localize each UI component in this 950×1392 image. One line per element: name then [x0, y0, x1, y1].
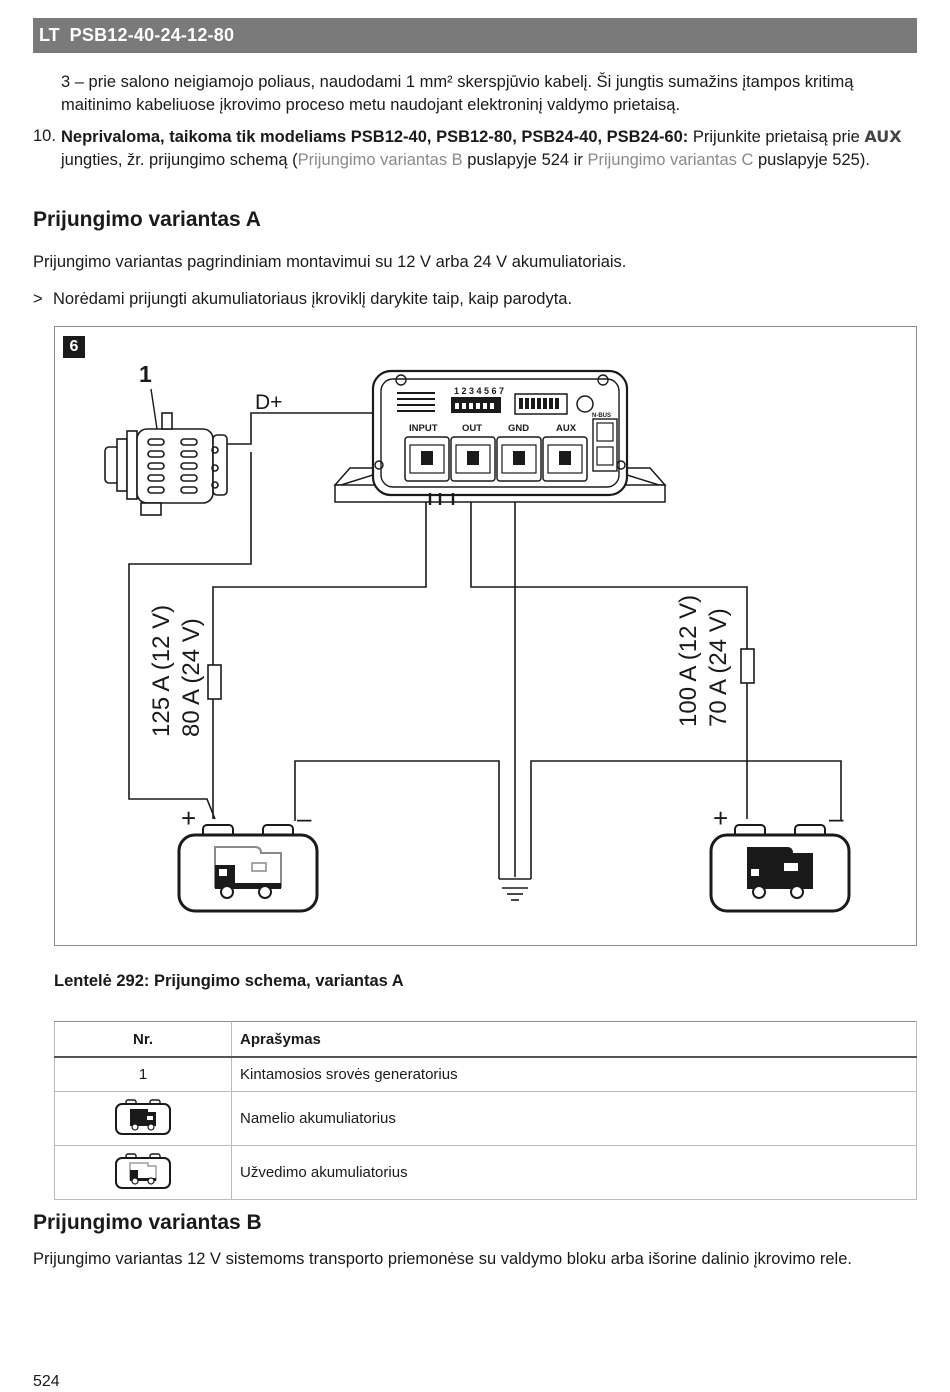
- callout-1: 1: [139, 361, 152, 387]
- header-description: Aprašymas: [231, 1021, 917, 1058]
- starter-battery-icon: [115, 1152, 171, 1189]
- row-desc: Namelio akumuliatorius: [231, 1091, 917, 1146]
- d-plus-wire: [225, 412, 415, 445]
- bullet-text: Norėdami prijungti akumuliatoriaus įkrov…: [53, 290, 573, 308]
- fuse-right-label-2: 70 A (24 V): [705, 608, 732, 727]
- legend-table: Nr. Aprašymas 1 Kintamosios srovės gener…: [54, 1021, 917, 1200]
- continued-step-text: 3 – prie salono neigiamojo poliaus, naud…: [61, 73, 854, 114]
- model-name: PSB12-40-24-12-80: [69, 25, 235, 45]
- dip-label: 1 2 3 4 5 6 7: [454, 386, 504, 396]
- table-row: Užvedimo akumuliatorius: [54, 1145, 917, 1200]
- left-plus: +: [181, 803, 196, 833]
- bullet-marker: >: [33, 290, 43, 308]
- ground-icon: [502, 887, 528, 901]
- row-icon-cell: [54, 1091, 232, 1146]
- step-10: 10. Neprivaloma, taikoma tik modeliams P…: [33, 125, 923, 169]
- table-row: 1 Kintamosios srovės generatorius: [54, 1057, 917, 1092]
- fuse-left-label-2: 80 A (24 V): [178, 618, 205, 737]
- right-minus: –: [829, 803, 844, 833]
- table-row: Namelio akumuliatorius: [54, 1091, 917, 1146]
- step-10-text-3: puslapyje 524 ir: [462, 151, 588, 169]
- row-desc: Kintamosios srovės generatorius: [231, 1057, 917, 1092]
- link-variant-c[interactable]: Prijungimo variantas C: [587, 151, 754, 169]
- alternator-icon: [104, 412, 228, 516]
- fuse-icon-left: [207, 664, 222, 700]
- section-a-heading: Prijungimo variantas A: [33, 208, 261, 231]
- living-battery-icon: [709, 824, 851, 913]
- port-label-input: INPUT: [409, 423, 438, 434]
- table-caption: Lentelė 292: Prijungimo schema, varianta…: [54, 972, 404, 990]
- header-nr: Nr.: [54, 1021, 232, 1058]
- fuse-icon-right: [740, 648, 755, 684]
- wiring-diagram-svg: 125 A (12 V) 80 A (24 V) 100 A (12 V) 70…: [104, 361, 851, 913]
- right-neg-wire: [530, 760, 842, 879]
- step-10-text-2: jungties, žr. prijungimo schemą (: [61, 151, 298, 169]
- figure-number: 6: [63, 336, 85, 358]
- row-desc: Užvedimo akumuliatorius: [231, 1145, 917, 1200]
- table-header-row: Nr. Aprašymas: [54, 1021, 917, 1058]
- row-icon-cell: [54, 1145, 232, 1200]
- step-10-text-1: Prijunkite prietaisą prie: [688, 128, 865, 146]
- step-10-bold: Neprivaloma, taikoma tik modeliams PSB12…: [61, 128, 689, 146]
- section-a-intro: Prijungimo variantas pagrindiniam montav…: [33, 253, 627, 271]
- link-variant-b[interactable]: Prijungimo variantas B: [297, 151, 463, 169]
- fuse-right-label-1: 100 A (12 V): [675, 595, 702, 727]
- port-label-out: OUT: [462, 423, 482, 434]
- page-header: LT PSB12-40-24-12-80: [33, 18, 917, 53]
- step-10-body: Neprivaloma, taikoma tik modeliams PSB12…: [61, 125, 921, 172]
- port-label-gnd: GND: [508, 423, 529, 434]
- charger-device-icon: 1 2 3 4 5 6 7 N-BUS INPUT OUT GND AUX: [333, 369, 667, 505]
- port-label-aux: AUX: [556, 423, 577, 434]
- step-number: 10.: [33, 127, 56, 145]
- step-10-text-4: puslapyje 525).: [753, 151, 870, 169]
- right-plus: +: [713, 803, 728, 833]
- left-neg-wire: [294, 760, 500, 879]
- wiring-diagram: 6 125 A (12 V) 80 A (24 V) 100 A (12 V: [54, 326, 917, 946]
- row-nr: 1: [54, 1057, 232, 1092]
- out-wire: [470, 463, 748, 649]
- living-battery-icon: [115, 1098, 171, 1135]
- section-a-bullet: > Norėdami prijungti akumuliatoriaus įkro…: [33, 288, 572, 311]
- left-minus: –: [297, 803, 312, 833]
- aux-label: AUX: [864, 127, 902, 146]
- section-b-heading: Prijungimo variantas B: [33, 1211, 262, 1234]
- page-number: 524: [33, 1373, 60, 1390]
- nbus-label: N-BUS: [592, 413, 611, 419]
- input-wire: [212, 463, 427, 665]
- section-b-intro: Prijungimo variantas 12 V sistemoms tran…: [33, 1250, 852, 1268]
- language-code: LT: [39, 25, 60, 45]
- fuse-left-label-1: 125 A (12 V): [148, 605, 175, 737]
- d-plus-label: D+: [255, 391, 282, 414]
- starter-battery-icon: [177, 824, 319, 913]
- alternator-to-fuse-wire: [128, 452, 252, 820]
